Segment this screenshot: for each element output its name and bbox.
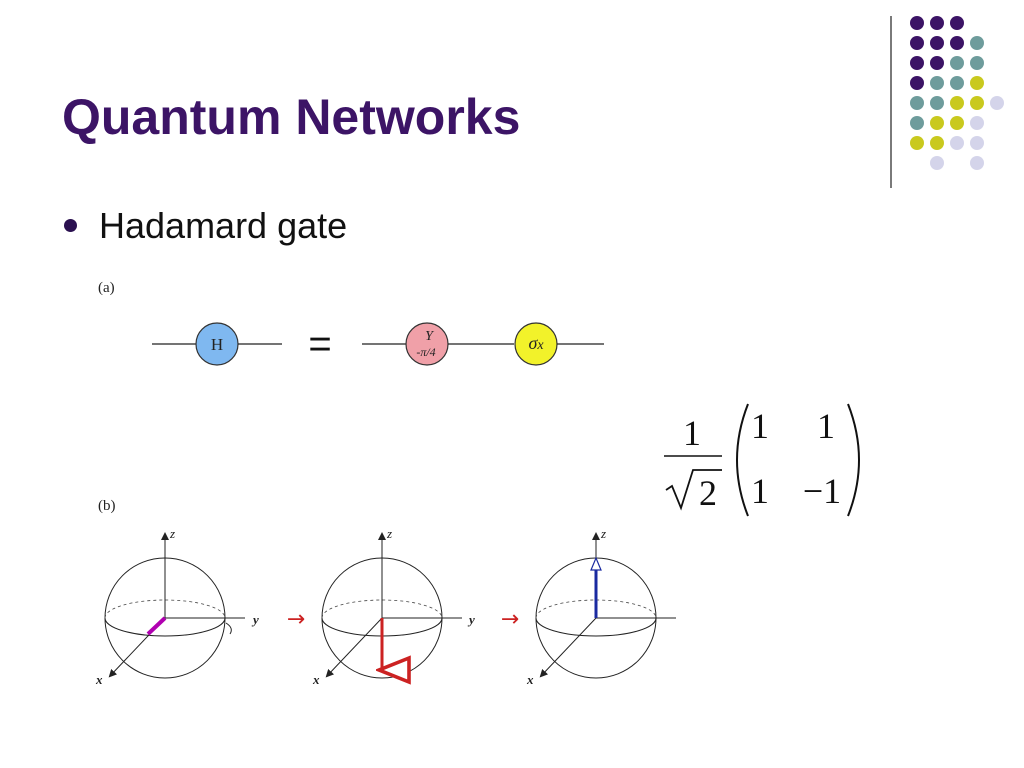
dot-icon bbox=[910, 116, 924, 130]
dot-icon bbox=[970, 96, 984, 110]
dot-icon bbox=[950, 16, 964, 30]
dot-icon bbox=[970, 136, 984, 150]
circuit-rhs: Y -π/4 σx bbox=[362, 322, 604, 366]
state-vector bbox=[146, 616, 167, 636]
axis-x-label: x bbox=[312, 672, 320, 687]
matrix-denominator: 2 bbox=[699, 473, 717, 513]
label-b: (b) bbox=[98, 498, 116, 514]
axis-z-label: z bbox=[386, 526, 392, 541]
dot-icon bbox=[910, 56, 924, 70]
dot-icon bbox=[930, 96, 944, 110]
dot-icon bbox=[950, 116, 964, 130]
axis-y-label: y bbox=[467, 612, 475, 627]
matrix-r1c2: 1 bbox=[817, 406, 835, 446]
dot-icon bbox=[910, 136, 924, 150]
dot-icon bbox=[970, 76, 984, 90]
decorative-divider bbox=[890, 16, 892, 188]
dot-icon bbox=[910, 96, 924, 110]
bloch-sphere-1: z y x bbox=[95, 526, 259, 687]
dot-icon bbox=[910, 76, 924, 90]
label-a: (a) bbox=[98, 280, 115, 296]
equals-sign: = bbox=[308, 322, 331, 366]
bullet-text: Hadamard gate bbox=[99, 205, 348, 246]
matrix-r2c1: 1 bbox=[751, 471, 769, 511]
bullet-dot-icon bbox=[64, 218, 77, 232]
dot-icon bbox=[910, 16, 924, 30]
hadamard-matrix: 1 2 1 1 1 −1 bbox=[664, 403, 860, 517]
transition-arrow-2: → bbox=[501, 607, 519, 632]
dot-icon bbox=[950, 56, 964, 70]
dot-icon bbox=[970, 36, 984, 50]
dot-icon bbox=[950, 36, 964, 50]
dot-icon bbox=[930, 136, 944, 150]
dot-icon bbox=[970, 156, 984, 170]
dot-icon bbox=[970, 116, 984, 130]
dot-icon bbox=[930, 36, 944, 50]
matrix-numerator: 1 bbox=[683, 413, 701, 453]
gate-y-label: Y bbox=[425, 329, 435, 344]
axis-z-label: z bbox=[600, 526, 606, 541]
gate-h-label: H bbox=[211, 335, 223, 354]
equator-front bbox=[104, 617, 226, 637]
equator-back bbox=[535, 599, 657, 619]
dot-icon bbox=[930, 16, 944, 30]
matrix-r2c2: −1 bbox=[803, 471, 841, 511]
gate-sigma-label: σx bbox=[528, 333, 544, 353]
slide-title: Quantum Networks bbox=[62, 89, 521, 145]
dot-icon bbox=[950, 76, 964, 90]
equator-front bbox=[535, 617, 657, 637]
dot-icon bbox=[930, 156, 944, 170]
axis-z-label: z bbox=[169, 526, 175, 541]
dot-icon bbox=[990, 96, 1004, 110]
state-vector-head bbox=[590, 556, 602, 571]
bloch-sphere-2: z y x bbox=[312, 526, 475, 687]
x-axis bbox=[539, 617, 597, 678]
axis-x-label: x bbox=[526, 672, 534, 687]
dot-icon bbox=[930, 76, 944, 90]
gate-y-angle: -π/4 bbox=[416, 345, 435, 359]
left-paren-icon bbox=[736, 403, 749, 517]
bullet-item: Hadamard gate bbox=[64, 205, 347, 247]
rotation-arc bbox=[225, 622, 232, 635]
matrix-r1c1: 1 bbox=[751, 406, 769, 446]
dot-icon bbox=[910, 36, 924, 50]
right-paren-icon bbox=[847, 403, 860, 517]
circuit-lhs: H bbox=[152, 322, 282, 366]
transition-arrow-1: → bbox=[287, 607, 305, 632]
dot-icon bbox=[950, 96, 964, 110]
dot-icon bbox=[970, 56, 984, 70]
equator-back bbox=[321, 599, 443, 619]
sqrt-icon bbox=[665, 469, 722, 511]
dot-icon bbox=[950, 136, 964, 150]
x-axis bbox=[325, 617, 383, 678]
axis-x-label: x bbox=[95, 672, 103, 687]
bloch-sphere-3: z x bbox=[526, 526, 676, 687]
axis-y-label: y bbox=[251, 612, 259, 627]
dot-icon bbox=[930, 116, 944, 130]
dot-icon bbox=[930, 56, 944, 70]
equator-back bbox=[104, 599, 226, 619]
